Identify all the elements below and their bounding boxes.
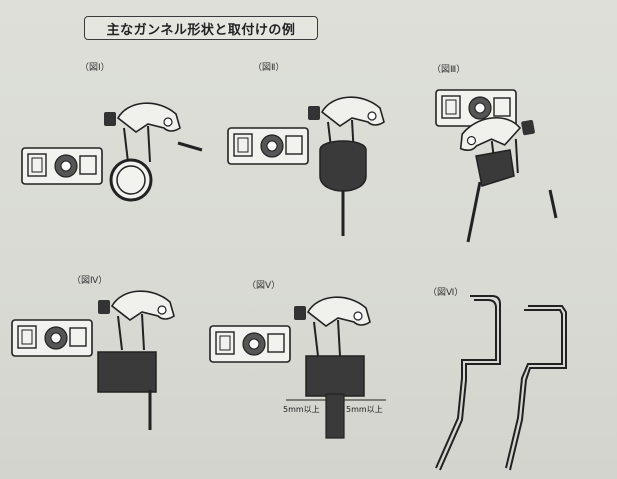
page-title: 主なガンネル形状と取付けの例 — [84, 16, 318, 40]
figure-3-illustration — [435, 89, 558, 243]
title-text: 主なガンネル形状と取付けの例 — [106, 22, 296, 38]
figure-2-label: （図Ⅱ） — [253, 63, 285, 73]
figure-1-label: （図Ⅰ） — [80, 63, 110, 73]
figure-1-illustration — [21, 102, 203, 202]
figure-4-illustration — [11, 290, 175, 430]
figure-3-label: （図Ⅲ） — [432, 65, 466, 75]
dimension-left-label: 5mm以上 — [283, 405, 320, 414]
figure-4-label: （図Ⅳ） — [72, 276, 108, 286]
figure-5-label: （図Ⅴ） — [247, 281, 281, 291]
figure-6-illustration — [435, 295, 567, 471]
figure-6-label: （図Ⅵ） — [428, 288, 464, 298]
dimension-right-label: 5mm以上 — [346, 405, 383, 414]
figure-5-illustration — [209, 296, 386, 439]
figure-2-illustration — [227, 96, 385, 236]
